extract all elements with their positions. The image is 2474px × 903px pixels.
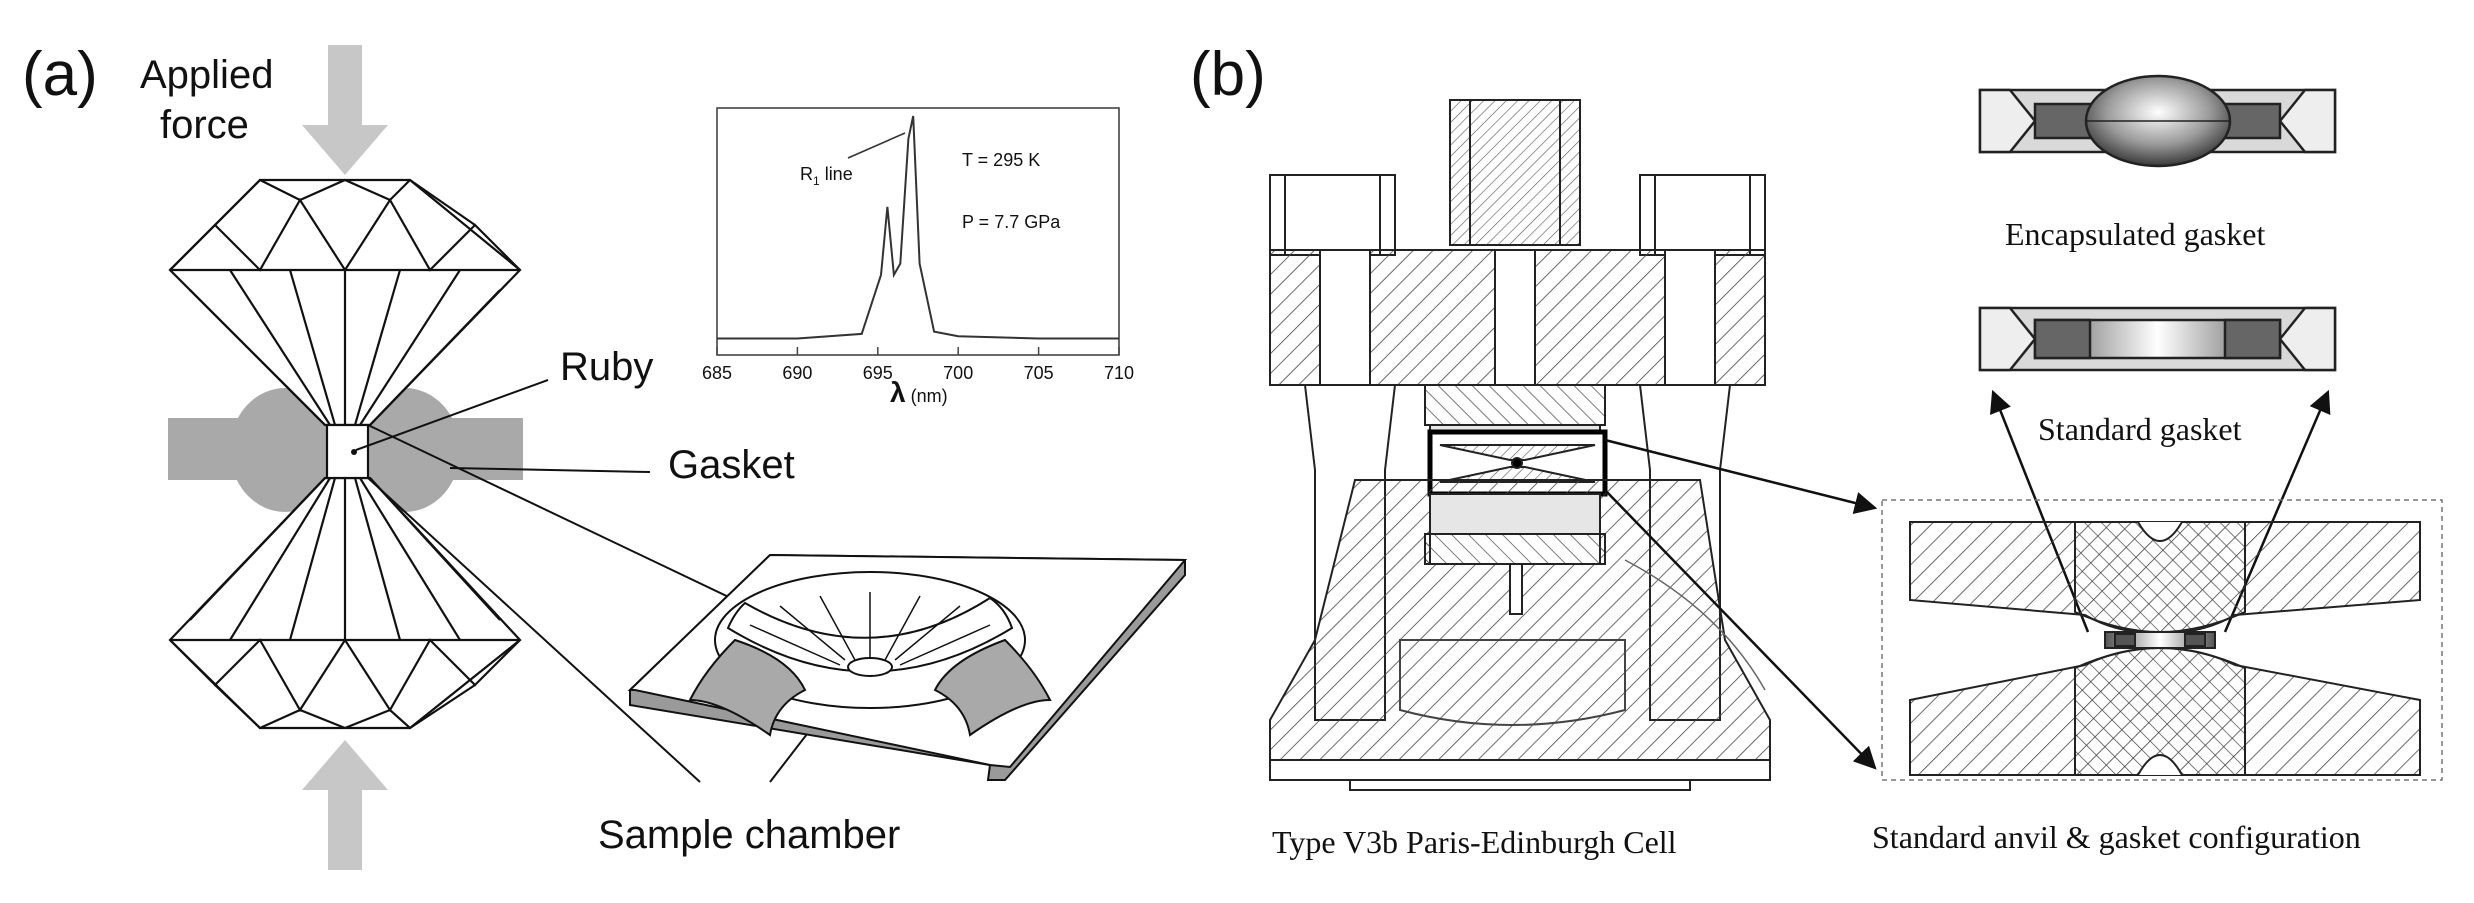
encapsulated-gasket-label: Encapsulated gasket — [2005, 216, 2265, 252]
standard-gasket — [1978, 306, 2337, 372]
gasket-zoom-3d — [627, 553, 1188, 781]
x-tick-label: 690 — [782, 363, 812, 383]
anvil-caption: Standard anvil & gasket configuration — [1872, 819, 2361, 855]
x-tick-label: 695 — [863, 363, 893, 383]
gasket-label: Gasket — [668, 443, 795, 487]
detail-curve — [1624, 559, 1766, 691]
applied-force-arrow-bottom — [302, 740, 388, 870]
temperature-label: T = 295 K — [962, 150, 1040, 170]
ruby-label: Ruby — [560, 345, 653, 389]
applied-force-arrow-top — [302, 45, 388, 175]
x-tick-label: 710 — [1104, 363, 1134, 383]
r1-label: R1 line — [800, 164, 853, 188]
x-tick-label: 700 — [943, 363, 973, 383]
detail-arrow-lower — [1604, 489, 1877, 770]
ruby-dot — [351, 449, 357, 455]
spectrum-x-ticks: 685 690 695 700 705 710 — [702, 347, 1134, 383]
standard-gasket-label: Standard gasket — [2038, 411, 2242, 447]
sample-chamber — [325, 423, 370, 480]
cell-caption: Type V3b Paris-Edinburgh Cell — [1272, 824, 1677, 860]
paris-edinburgh-cell — [1269, 99, 1771, 791]
applied-force-label-line2: force — [160, 103, 249, 147]
ruby-spectrum-inset: 685 690 695 700 705 710 R1 line T = 295 K P =… — [702, 107, 1134, 408]
panel-a-label: (a) — [22, 40, 98, 109]
anvil-configuration — [1881, 499, 2443, 781]
detail-arrow-upper — [1604, 438, 1878, 514]
x-tick-label: 685 — [702, 363, 732, 383]
lower-diamond — [168, 476, 522, 730]
ruby-leader — [355, 379, 549, 451]
spectrum-series-line — [717, 115, 1119, 340]
spectrum-xlabel: λ(nm) — [890, 377, 948, 408]
anvil-frame — [1881, 499, 2443, 781]
r1-leader — [847, 132, 906, 159]
panel-b: (b) — [1190, 40, 2443, 860]
gasket-leader — [449, 467, 651, 473]
sample-chamber-label: Sample chamber — [598, 813, 900, 857]
pressure-label: P = 7.7 GPa — [962, 212, 1061, 232]
applied-force-label-line1: Applied — [140, 53, 273, 97]
upper-diamond — [168, 178, 522, 427]
x-tick-label: 705 — [1024, 363, 1054, 383]
zoom-line-lower — [367, 477, 701, 783]
encapsulated-gasket — [1978, 74, 2337, 168]
panel-b-label: (b) — [1190, 40, 1266, 109]
panel-a: (a) Applied force — [22, 40, 1188, 870]
